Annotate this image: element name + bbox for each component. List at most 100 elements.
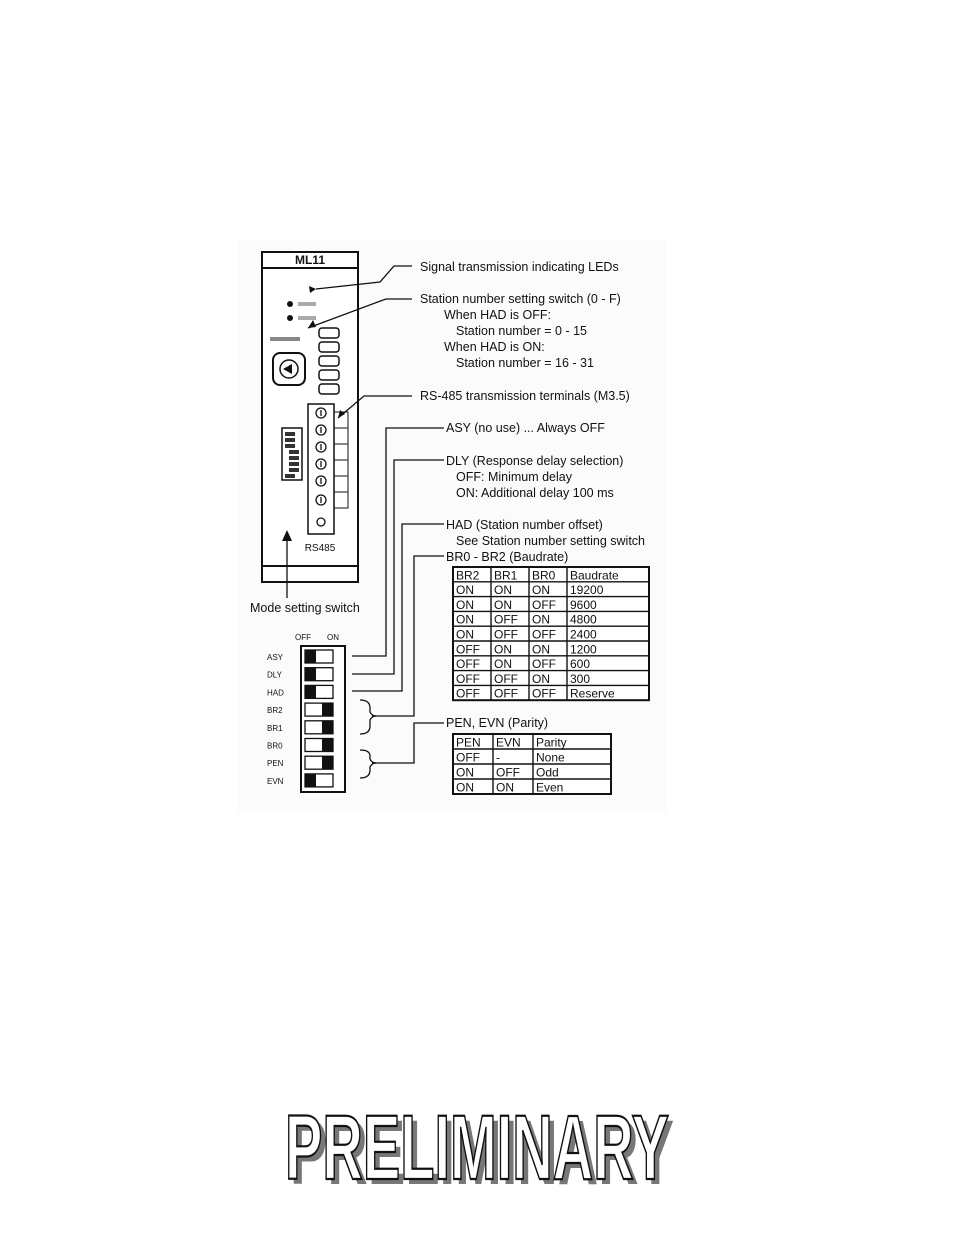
table-cell: ON — [496, 781, 514, 795]
dip-switch-dly: DLY — [267, 667, 334, 682]
dip-label: HAD — [267, 688, 284, 697]
dip-knob — [305, 685, 316, 699]
leader-had — [352, 523, 444, 692]
table-row: ON OFF OFF 2400 — [456, 628, 597, 642]
table-header-cell: Parity — [536, 736, 567, 750]
table-cell: ON — [456, 583, 474, 597]
callout-station-range-off: Station number = 0 - 15 — [456, 324, 587, 338]
table-cell: None — [536, 751, 565, 765]
table-row: ON ON ON 19200 — [456, 583, 604, 597]
table-cell: OFF — [456, 642, 480, 656]
dip-label: BR0 — [267, 742, 283, 751]
table-cell: OFF — [532, 657, 556, 671]
table-cell: ON — [494, 642, 512, 656]
table-cell: ON — [532, 642, 550, 656]
table-header-cell: BR1 — [494, 568, 518, 582]
callout-had-note: See Station number setting switch — [456, 534, 645, 548]
table-cell: OFF — [456, 672, 480, 686]
dip-knob — [305, 650, 316, 663]
module-model-label: ML11 — [295, 253, 325, 267]
dip-label: EVN — [267, 777, 284, 786]
brace-br-icon — [359, 699, 377, 735]
table-cell: ON — [456, 781, 474, 795]
table-frame — [452, 566, 650, 702]
callout-station-range-on: Station number = 16 - 31 — [456, 356, 594, 370]
callout-rs485: RS-485 transmission terminals (M3.5) — [420, 389, 630, 403]
table-cell: 2400 — [570, 628, 597, 642]
callout-parity-title: PEN, EVN (Parity) — [446, 716, 548, 730]
table-cell: 19200 — [570, 583, 604, 597]
table-cell: Odd — [536, 766, 559, 780]
callout-station-had-off: When HAD is OFF: — [444, 308, 551, 322]
table-cell: ON — [494, 583, 512, 597]
callout-mode-switch: Mode setting switch — [250, 601, 360, 615]
callout-dly-off: OFF: Minimum delay — [456, 470, 573, 484]
table-cell: ON — [532, 583, 550, 597]
table-header-cell: EVN — [496, 736, 521, 750]
callout-led: Signal transmission indicating LEDs — [420, 260, 619, 274]
table-cell: OFF — [456, 751, 480, 765]
dip-header-on: ON — [327, 633, 339, 642]
table-cell: ON — [532, 672, 550, 686]
connector-tabs — [318, 327, 340, 395]
arrow-station-icon — [308, 320, 316, 328]
dip-knob — [305, 773, 316, 787]
table-header-cell: BR2 — [456, 568, 480, 582]
dip-switch-pen: PEN — [267, 755, 334, 770]
table-row: OFF-None — [456, 751, 565, 765]
table-cell: 300 — [570, 672, 590, 686]
dip-knob — [322, 703, 333, 717]
arrow-rs485-icon — [338, 410, 345, 418]
arrow-led-icon — [309, 286, 316, 293]
dip-label: BR2 — [267, 706, 283, 715]
dip-label: DLY — [267, 671, 283, 680]
table-cell: OFF — [532, 687, 556, 701]
preliminary-shadow: PRELIMINARY — [290, 1102, 674, 1194]
terminal-block — [307, 403, 349, 535]
dip-header-off: OFF — [295, 633, 311, 642]
leader-dly — [352, 459, 444, 675]
table-cell: ON — [456, 766, 474, 780]
table-cell: OFF — [532, 628, 556, 642]
leader-lines — [286, 265, 444, 764]
table-cell: OFF — [532, 598, 556, 612]
table-cell: ON — [532, 613, 550, 627]
dip-knob — [305, 667, 316, 681]
dip-knob — [322, 720, 333, 734]
dip-label: BR1 — [267, 724, 283, 733]
table-cell: OFF — [494, 628, 518, 642]
table-cell: 4800 — [570, 613, 597, 627]
table-cell: 600 — [570, 657, 590, 671]
table-cell: OFF — [494, 672, 518, 686]
rotary-arrow-icon — [283, 364, 292, 374]
table-header-cell: BR0 — [532, 568, 556, 582]
preliminary-text-svg: PRELIMINARY PRELIMINARY — [284, 1096, 674, 1204]
preliminary-watermark: PRELIMINARY PRELIMINARY — [0, 1096, 954, 1204]
dip-switch-br2: BR2 — [267, 702, 334, 717]
dip-switch-br0: BR0 — [267, 737, 334, 753]
callout-dly-title: DLY (Response delay selection) — [446, 454, 623, 468]
table-cell: Reserve — [570, 687, 615, 701]
module-front-panel: ML11 — [261, 251, 359, 583]
brace-parity-icon — [359, 749, 377, 779]
table-header-cell: Baudrate — [570, 568, 619, 582]
table-cell: OFF — [494, 687, 518, 701]
table-cell: OFF — [494, 613, 518, 627]
arrow-mode-icon — [282, 530, 292, 541]
led-2-bar — [298, 316, 316, 320]
panel-dip-switch-icon — [281, 427, 303, 481]
table-cell: ON — [456, 628, 474, 642]
leader-rs485 — [337, 395, 412, 419]
dip-switch-had: HAD — [267, 684, 334, 700]
leader-br — [372, 555, 444, 717]
table-header-cell: PEN — [456, 736, 481, 750]
leader-led — [315, 265, 412, 290]
dip-label: PEN — [267, 759, 284, 768]
table-cell: OFF — [496, 766, 520, 780]
dip-knob — [322, 756, 333, 770]
